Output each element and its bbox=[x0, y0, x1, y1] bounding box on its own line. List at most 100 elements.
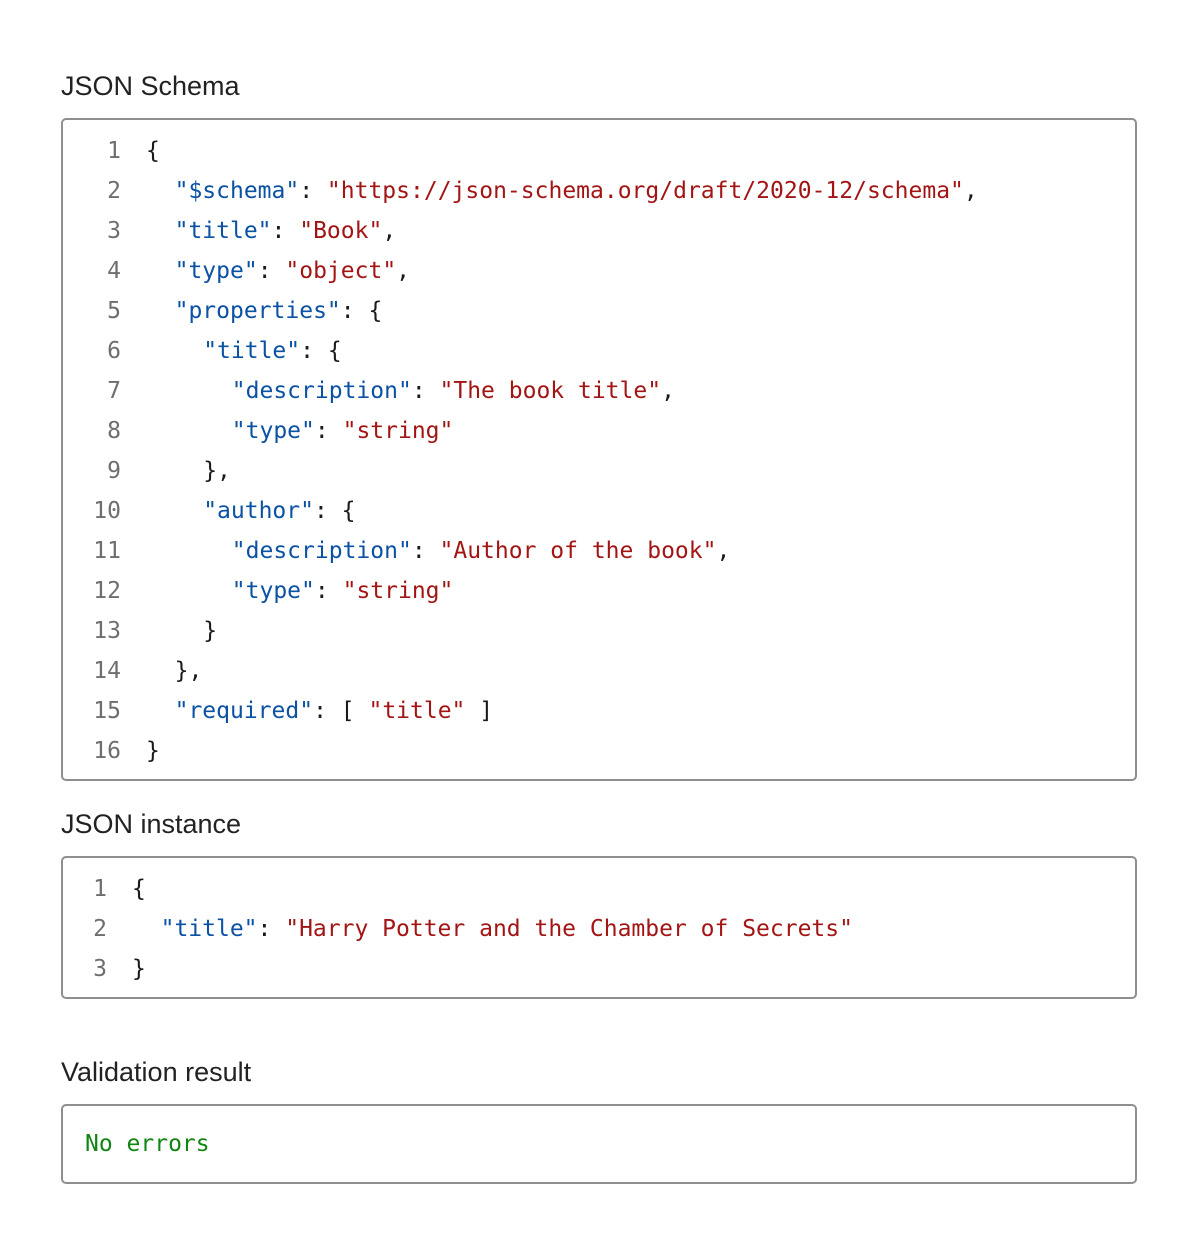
instance-heading: JSON instance bbox=[61, 809, 242, 839]
json-punctuation: { bbox=[146, 138, 160, 164]
schema-editor[interactable]: 1{2"$schema": "https://json-schema.org/d… bbox=[61, 118, 1137, 781]
line-number: 12 bbox=[93, 578, 121, 604]
code-line: 2 "title": "Harry Potter and the Chamber … bbox=[63, 909, 1135, 949]
line-code: "author": { bbox=[203, 491, 355, 531]
json-punctuation: : bbox=[299, 178, 327, 204]
json-key: "type" bbox=[174, 258, 258, 284]
json-punctuation: : bbox=[314, 418, 343, 444]
line-code: "required": [ "title" ] bbox=[175, 691, 494, 731]
json-punctuation: }, bbox=[174, 658, 203, 684]
json-punctuation: { bbox=[132, 876, 146, 902]
line-code: } bbox=[203, 611, 217, 651]
line-code: }, bbox=[175, 651, 203, 691]
line-number: 7 bbox=[107, 378, 121, 404]
line-code: "properties": { bbox=[175, 291, 383, 331]
code-line: 11 "description": "Author of the book", bbox=[63, 531, 1135, 571]
line-code: "description": "Author of the book", bbox=[232, 531, 731, 571]
line-number: 1 bbox=[93, 876, 107, 902]
line-number: 14 bbox=[93, 658, 121, 684]
json-key: "type" bbox=[231, 418, 315, 444]
json-punctuation: , bbox=[661, 378, 675, 404]
line-code: } bbox=[132, 949, 146, 989]
json-punctuation: } bbox=[203, 618, 218, 644]
line-code: "type": "string" bbox=[232, 411, 454, 451]
code-line: 1{ bbox=[63, 131, 1135, 171]
line-number: 6 bbox=[107, 338, 121, 364]
line-code: "title": "Harry Potter and the Chamber o… bbox=[161, 909, 853, 949]
line-number: 4 bbox=[107, 258, 121, 284]
line-number: 2 bbox=[93, 916, 107, 942]
json-punctuation: , bbox=[382, 218, 397, 244]
line-number: 1 bbox=[107, 138, 121, 164]
line-number: 3 bbox=[93, 956, 107, 982]
line-code: "description": "The book title", bbox=[232, 371, 675, 411]
instance-code-lines: 1{2"title": "Harry Potter and the Chambe… bbox=[63, 869, 1135, 989]
json-punctuation: : { bbox=[313, 498, 356, 524]
json-punctuation: : bbox=[411, 538, 440, 564]
line-number: 15 bbox=[93, 698, 121, 724]
json-punctuation: : bbox=[257, 258, 286, 284]
validation-result-box: No errors bbox=[61, 1104, 1137, 1184]
json-punctuation: : bbox=[271, 218, 300, 244]
line-code: { bbox=[146, 131, 160, 171]
json-punctuation: : [ bbox=[313, 698, 369, 724]
json-key: "title" bbox=[174, 218, 272, 244]
json-punctuation: : bbox=[257, 916, 286, 942]
line-number: 13 bbox=[93, 618, 121, 644]
json-punctuation: : { bbox=[340, 298, 383, 324]
json-string: "https://json-schema.org/draft/2020-12/s… bbox=[326, 178, 964, 204]
code-line: 8 "type": "string" bbox=[63, 411, 1135, 451]
json-string: "The book title" bbox=[439, 378, 662, 404]
json-key: "$schema" bbox=[174, 178, 300, 204]
code-line: 15 "required": [ "title" ] bbox=[63, 691, 1135, 731]
validation-result-text: No errors bbox=[85, 1131, 210, 1157]
code-line: 5 "properties": { bbox=[63, 291, 1135, 331]
code-line: 16} bbox=[63, 731, 1135, 771]
json-punctuation: }, bbox=[203, 458, 231, 484]
line-number: 10 bbox=[93, 498, 121, 524]
json-key: "title" bbox=[203, 338, 301, 364]
code-line: 10 "author": { bbox=[63, 491, 1135, 531]
line-code: { bbox=[132, 869, 146, 909]
json-string: "string" bbox=[342, 578, 454, 604]
code-line: 2 "$schema": "https://json-schema.org/dra… bbox=[63, 171, 1135, 211]
line-code: "title": "Book", bbox=[175, 211, 397, 251]
json-string: "Book" bbox=[299, 218, 383, 244]
code-line: 13} bbox=[63, 611, 1135, 651]
json-key: "title" bbox=[160, 916, 258, 942]
line-code: "type": "object", bbox=[175, 251, 410, 291]
line-number: 5 bbox=[107, 298, 121, 324]
json-punctuation: } bbox=[146, 738, 160, 764]
json-punctuation: : bbox=[314, 578, 343, 604]
line-code: "title": { bbox=[203, 331, 341, 371]
code-line: 12 "type": "string" bbox=[63, 571, 1135, 611]
line-code: "type": "string" bbox=[232, 571, 454, 611]
code-line: 7 "description": "The book title", bbox=[63, 371, 1135, 411]
line-number: 3 bbox=[107, 218, 121, 244]
line-number: 16 bbox=[93, 738, 121, 764]
json-key: "author" bbox=[203, 498, 314, 524]
json-key: "type" bbox=[231, 578, 315, 604]
line-code: } bbox=[146, 731, 160, 771]
code-line: 1{ bbox=[63, 869, 1135, 909]
line-number: 11 bbox=[93, 538, 121, 564]
line-number: 8 bbox=[107, 418, 121, 444]
instance-editor[interactable]: 1{2"title": "Harry Potter and the Chambe… bbox=[61, 856, 1137, 999]
json-string: "Harry Potter and the Chamber of Secrets… bbox=[285, 916, 853, 942]
code-line: 4 "type": "object", bbox=[63, 251, 1135, 291]
code-line: 6 "title": { bbox=[63, 331, 1135, 371]
json-punctuation: , bbox=[716, 538, 731, 564]
json-key: "required" bbox=[174, 698, 314, 724]
code-line: 14}, bbox=[63, 651, 1135, 691]
line-number: 2 bbox=[107, 178, 121, 204]
code-line: 3 "title": "Book", bbox=[63, 211, 1135, 251]
schema-heading: JSON Schema bbox=[61, 71, 240, 101]
json-punctuation: , bbox=[396, 258, 411, 284]
json-punctuation: : { bbox=[300, 338, 342, 364]
json-punctuation: } bbox=[132, 956, 146, 982]
json-key: "properties" bbox=[174, 298, 341, 324]
code-line: 9}, bbox=[63, 451, 1135, 491]
line-code: "$schema": "https://json-schema.org/draf… bbox=[175, 171, 978, 211]
json-string: "string" bbox=[342, 418, 454, 444]
json-punctuation: , bbox=[963, 178, 978, 204]
